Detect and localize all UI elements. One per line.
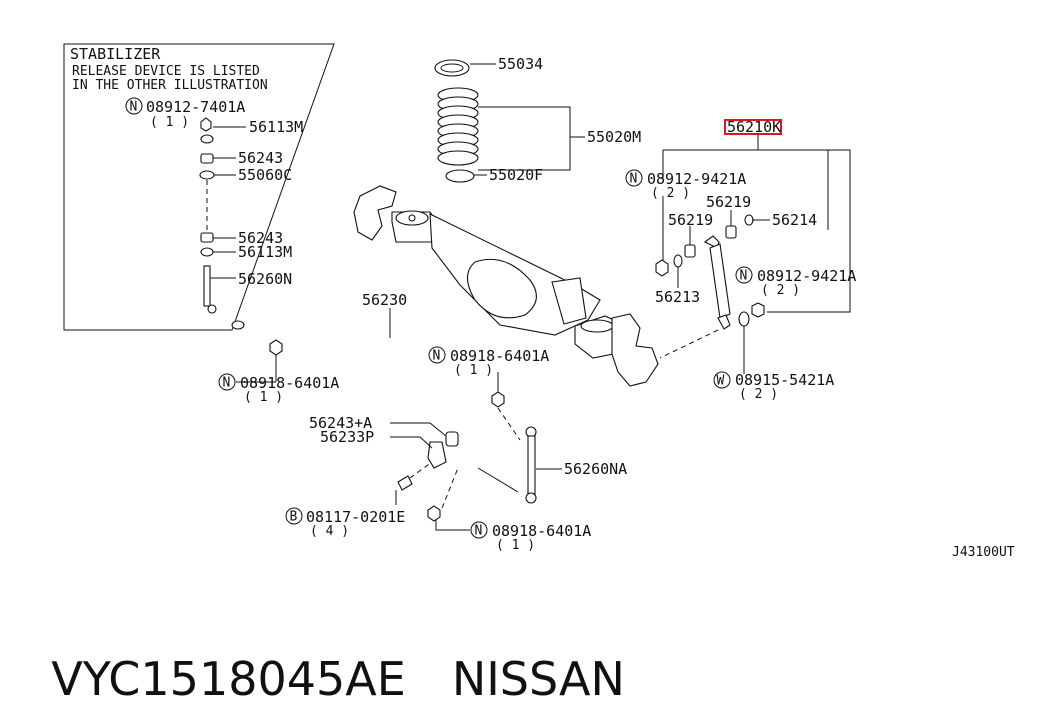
inset-part-6: 56260N — [238, 270, 292, 288]
stabilizer-link-icon — [525, 426, 537, 504]
shock-absorber-group: 56210K N 08912-9421A ( 2 ) 56219 56219 5… — [625, 118, 856, 402]
nut-symbol-5: N — [433, 349, 441, 364]
shock-washer-code: 08915-5421A — [735, 371, 834, 389]
inset-note-line3: IN THE OTHER ILLUSTRATION — [72, 78, 268, 93]
shock-nut-top-qty: ( 2 ) — [651, 186, 690, 201]
inset-bushing-icon-2 — [200, 232, 214, 243]
bar-nut-low-icon — [427, 505, 441, 522]
inset-bolt-qty: ( 1 ) — [150, 115, 189, 130]
part-bush-c: 56214 — [772, 211, 817, 229]
bar-nut-left-code: 08918-6401A — [240, 374, 339, 392]
part-bush-b: 56219 — [706, 193, 751, 211]
inset-washer-icon-2 — [199, 170, 215, 180]
washer-symbol: W — [717, 374, 725, 389]
parts-diagram: STABILIZER RELEASE DEVICE IS LISTED IN T… — [63, 43, 1015, 560]
inset-link-rod-icon — [203, 265, 211, 307]
stabilizer-bar-group: 56230 N 08918-6401A ( 1 ) N 08918-6401A … — [218, 291, 627, 553]
bar-nut-low-qty: ( 1 ) — [496, 538, 535, 553]
shock-nut-top-code: 08912-9421A — [647, 170, 746, 188]
bolt-symbol: B — [290, 510, 298, 525]
coil-spring-group: 55034 55020M 55020F — [434, 55, 641, 184]
shock-nut-icon — [655, 259, 669, 277]
nut-symbol-6: N — [475, 524, 483, 539]
part-spring: 55020M — [587, 128, 641, 146]
part-spring-seat-top: 55034 — [498, 55, 543, 73]
part-shock-kit: 56210K — [727, 118, 781, 136]
inset-part-4: 56243 — [238, 229, 283, 247]
bar-bushing-icon — [445, 431, 459, 447]
inset-part-2: 56243 — [238, 149, 283, 167]
part-bar-bushing: 56243+A — [309, 414, 372, 432]
part-stabilizer-bar: 56230 — [362, 291, 407, 309]
part-spring-seat-bottom: 55020F — [489, 166, 543, 184]
nut-symbol: N — [130, 100, 138, 115]
part-stabilizer-link: 56260NA — [564, 460, 627, 478]
nut-symbol-3: N — [740, 269, 748, 284]
inset-note-line2: RELEASE DEVICE IS LISTED — [72, 64, 260, 79]
bar-nut-mid-code: 08918-6401A — [450, 347, 549, 365]
part-number: VYC1518045AE — [51, 652, 406, 706]
inset-part-3: 55060C — [238, 166, 292, 184]
nut-symbol-icon — [125, 97, 143, 115]
shock-washer-qty: ( 2 ) — [739, 387, 778, 402]
part-bush-a: 56219 — [668, 211, 713, 229]
spring-seat-bottom-icon — [445, 169, 475, 183]
coil-spring-icon — [437, 87, 479, 166]
inset-part-5: 56113M — [238, 243, 292, 261]
inset-washer-icon-3 — [200, 247, 214, 257]
rear-axle-housing-icon — [353, 185, 659, 387]
shock-nut-bottom-qty: ( 2 ) — [761, 283, 800, 298]
nut-symbol-2: N — [630, 172, 638, 187]
drawing-id: J43100UT — [952, 545, 1015, 560]
brand-name: NISSAN — [451, 652, 625, 706]
part-footer: VYC1518045AE NISSAN — [22, 598, 625, 706]
inset-title: STABILIZER — [70, 45, 161, 63]
bar-bolt-qty: ( 4 ) — [310, 524, 349, 539]
bar-nut-mid-qty: ( 1 ) — [454, 363, 493, 378]
shock-absorber-icon — [703, 235, 731, 330]
nut-symbol-4: N — [223, 376, 231, 391]
inset-bolt-code: 08912-7401A — [146, 98, 245, 116]
bar-bolt-code: 08117-0201E — [306, 508, 405, 526]
bar-nut-low-code: 08918-6401A — [492, 522, 591, 540]
part-bar-clamp: 56233P — [320, 428, 374, 446]
inset-washer-icon — [200, 134, 214, 144]
inset-bushing-icon — [200, 153, 214, 164]
stabilizer-inset: STABILIZER RELEASE DEVICE IS LISTED IN T… — [63, 43, 335, 331]
bar-nut-left-qty: ( 1 ) — [244, 390, 283, 405]
bar-bolt-icon — [397, 475, 413, 491]
bar-clamp-icon — [427, 441, 447, 469]
spring-seat-top-icon — [434, 59, 470, 77]
kit-highlight-box — [724, 119, 782, 135]
shock-nut-bottom-code: 08912-9421A — [757, 267, 856, 285]
inset-nut-icon — [200, 117, 212, 132]
part-bush-d: 56213 — [655, 288, 700, 306]
inset-part-1: 56113M — [249, 118, 303, 136]
